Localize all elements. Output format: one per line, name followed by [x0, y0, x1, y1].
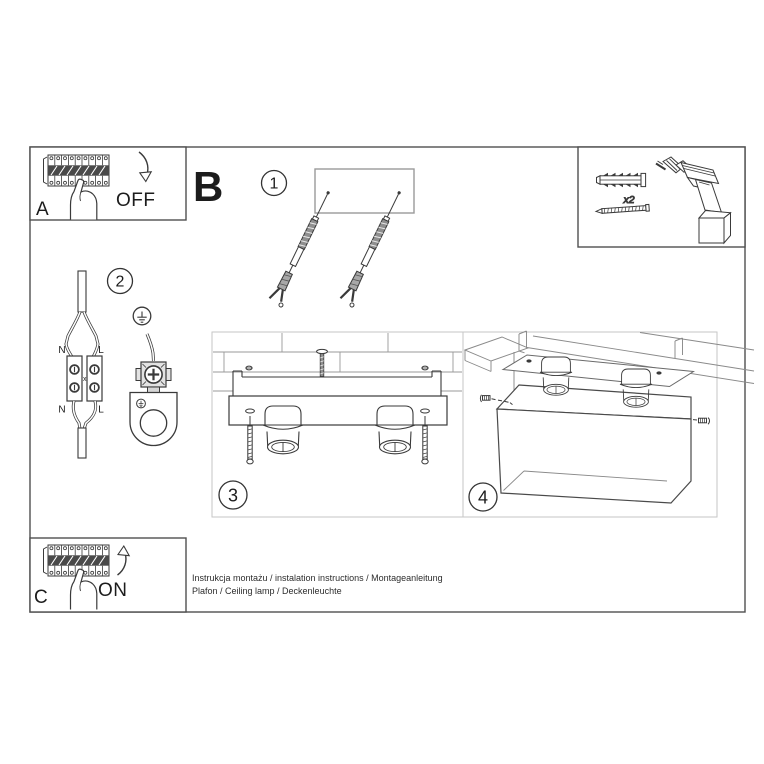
footer: Instrukcja montażu / instalation instruc…: [192, 573, 443, 596]
panel-a: A OFF: [36, 151, 156, 221]
ceiling-perspective: [463, 330, 755, 404]
screw-icon: [594, 203, 650, 214]
footer-line-1: Instrukcja montażu / instalation instruc…: [192, 573, 443, 583]
wire-label-n-top: N: [58, 345, 65, 356]
step-1: 1: [260, 168, 415, 309]
step-2-wiring: 2 N L x N L: [58, 267, 178, 459]
step-2-number: 2: [116, 274, 125, 291]
lamp-canopy: [228, 395, 448, 426]
side-screw-icon: [479, 394, 513, 405]
circuit-breaker-icon: [42, 154, 110, 187]
panel-c: C ON: [34, 544, 131, 611]
ceiling-socket-icon: [262, 405, 304, 455]
arrow-down-icon: [138, 151, 153, 183]
step-4-badge: [468, 482, 498, 512]
section-b-letter: B: [193, 163, 223, 210]
ground-symbol-icon: [132, 306, 152, 326]
panel-c-letter: C: [34, 587, 48, 608]
screw-anchor-icon: [338, 187, 409, 309]
mounting-rail-icon: [232, 370, 442, 396]
mounting-plate-icon: [501, 354, 696, 388]
tools-panel: x2: [594, 156, 732, 245]
terminal-block-icon: [66, 355, 103, 402]
side-screw-icon: [692, 417, 710, 425]
ceiling-socket-icon: [374, 405, 416, 455]
footer-line-2: Plafon / Ceiling lamp / Deckenleuchte: [192, 586, 342, 596]
outer-frame: [29, 146, 746, 613]
earth-terminal-icon: [135, 361, 172, 393]
lamp-cable: [71, 400, 98, 459]
step-1-number: 1: [270, 176, 279, 193]
plate-screw-dot: [526, 359, 662, 375]
step-4-number: 4: [478, 488, 488, 508]
step-4-box: [462, 331, 718, 518]
step-3-number: 3: [228, 486, 238, 506]
panel-a-action-label: OFF: [116, 190, 156, 211]
panel-a-letter: A: [36, 199, 49, 220]
rail-screw-icon: [245, 365, 429, 371]
panel-c-action-label: ON: [98, 580, 128, 601]
ceiling-socket-icon: [619, 368, 653, 408]
supply-cable: [64, 270, 100, 358]
circuit-breaker-icon: [42, 544, 110, 577]
mounting-bracket-icon: [129, 391, 178, 447]
step-2-badge: [106, 267, 134, 295]
terminal-cross-mark: x: [83, 376, 87, 383]
ceiling-section: [213, 333, 462, 392]
screw-anchor-icon: [267, 187, 338, 309]
mounting-plate-icon: [314, 168, 415, 214]
wire-label-l-top: L: [98, 345, 104, 356]
lamp-shade-box-icon: [496, 408, 692, 504]
step-3-badge: [218, 480, 248, 510]
step-3: 3: [213, 333, 462, 510]
wall-plug-icon: [596, 172, 647, 188]
arrow-up-icon: [117, 544, 131, 576]
shade-inner-edge: [503, 470, 668, 491]
anchor-qty-label: x2: [622, 194, 634, 206]
drill-icon: [655, 156, 732, 245]
step-4: 4: [463, 330, 755, 512]
wire-label-l-bottom: L: [98, 405, 104, 416]
wire-label-n-bottom: N: [58, 405, 65, 416]
step-1-badge: [260, 169, 288, 197]
earth-wire: [145, 333, 155, 362]
